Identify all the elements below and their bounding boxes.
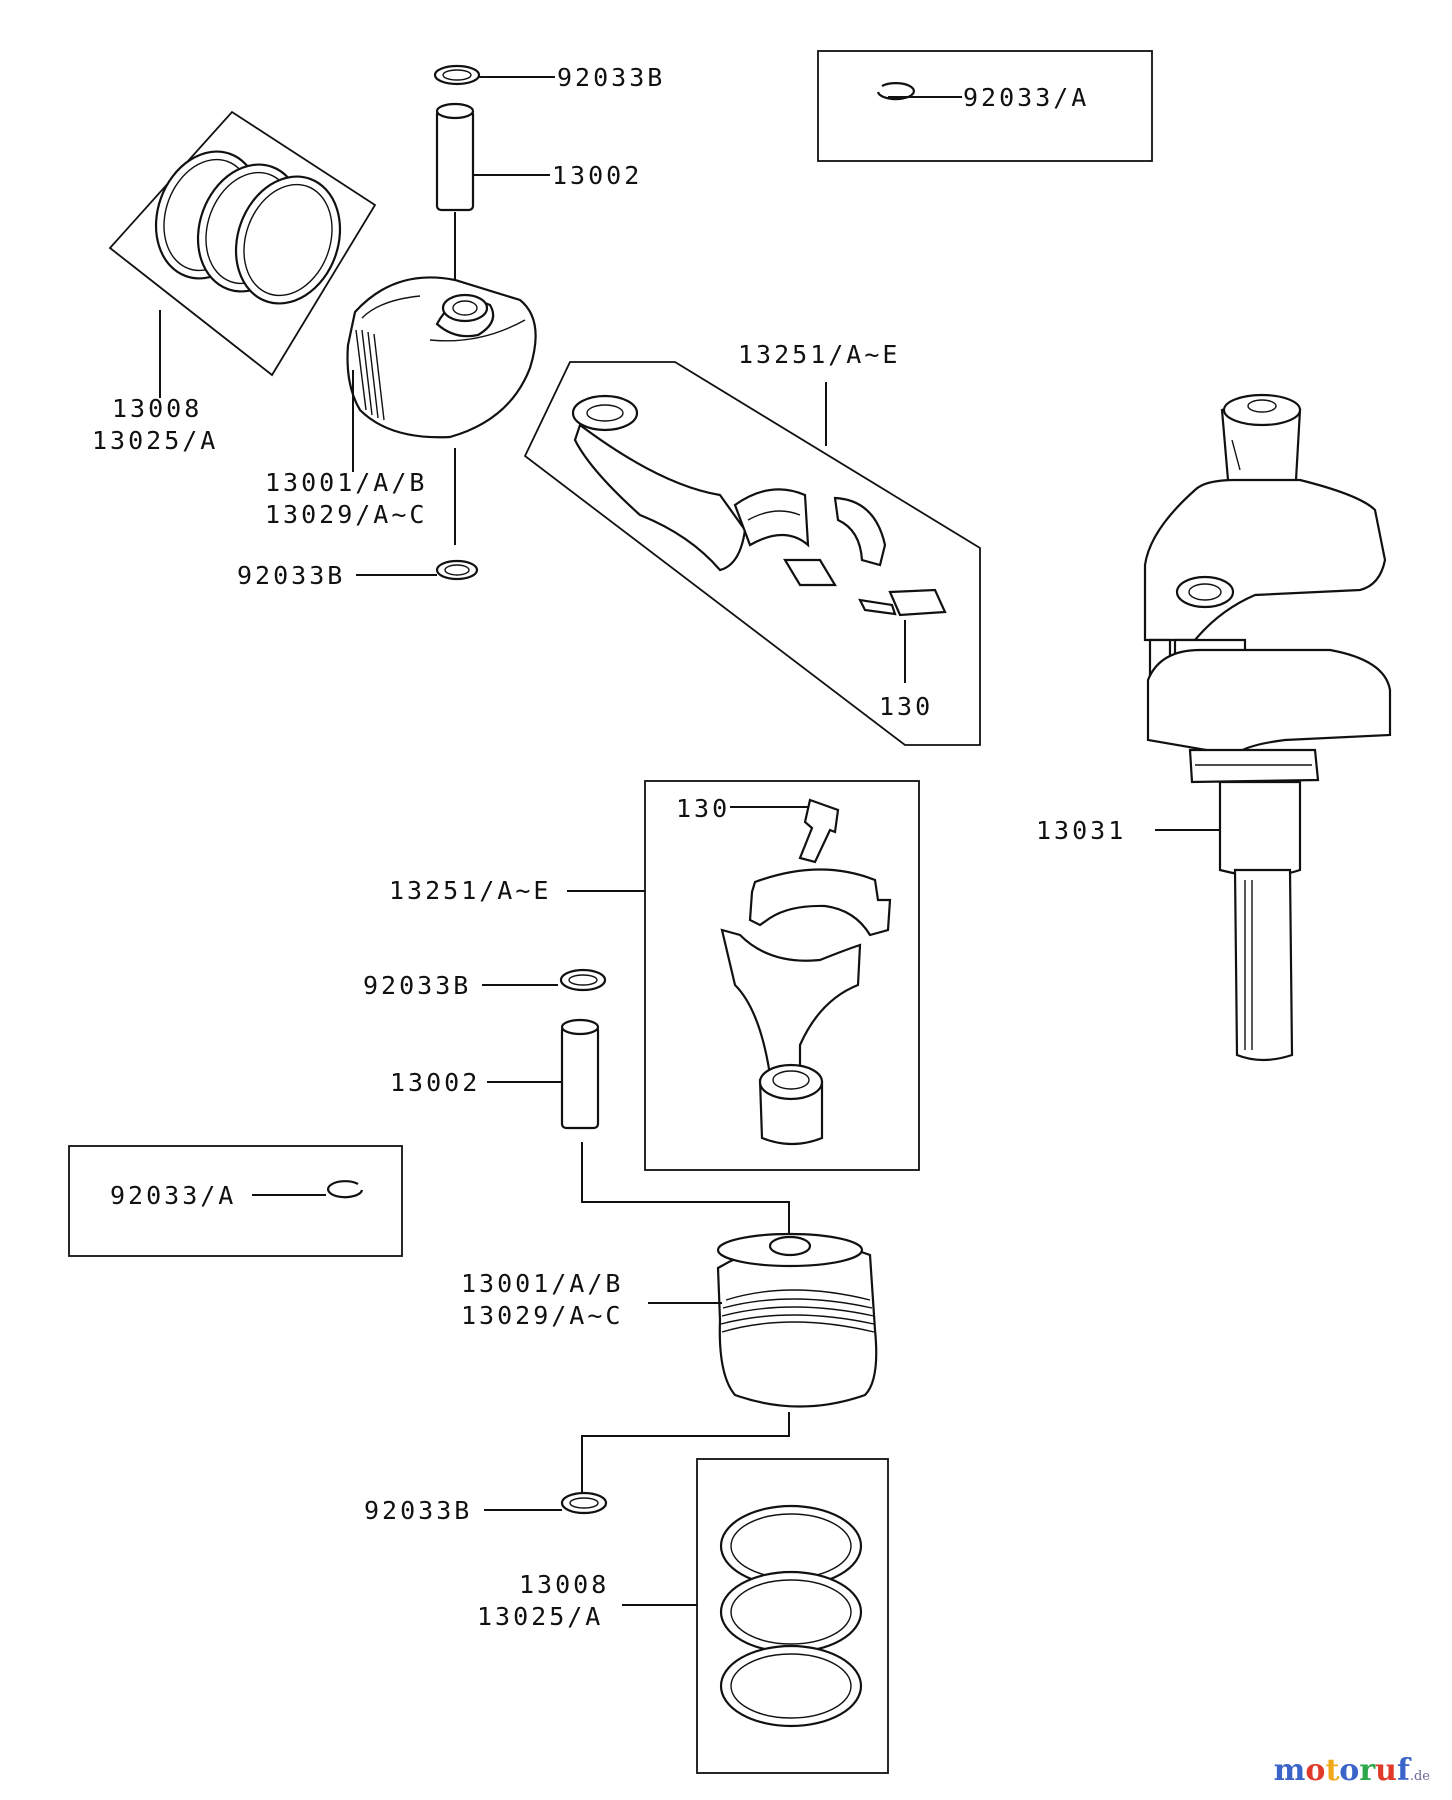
watermark-suffix: .de [1409, 1769, 1430, 1784]
connecting-rod-lower [567, 780, 920, 1171]
watermark-letter: f [1396, 1753, 1410, 1788]
label-circlip-b-lower: 92033B [363, 971, 471, 1000]
crankshaft [1143, 393, 1392, 1062]
label-rod-lower: 13251/A~E [389, 876, 551, 905]
circlip-top [433, 64, 555, 86]
piston-pin-lower [487, 1018, 790, 1236]
circlip-lower [482, 968, 607, 992]
label-piston-top-2: 13029/A~C [265, 500, 427, 529]
circlip-bottom [484, 1491, 608, 1515]
label-circlip-a-box-lower: 92033/A [110, 1181, 236, 1210]
circlip-a-box-lower [68, 1145, 403, 1257]
label-rings-lower-2: 13025/A [477, 1602, 603, 1631]
piston-top [346, 276, 537, 545]
label-piston-top-1: 13001/A/B [265, 468, 427, 497]
label-circlip-b-mid: 92033B [237, 561, 345, 590]
label-rings-top-2: 13025/A [92, 426, 218, 455]
label-circlip-a-box-top: 92033/A [963, 83, 1089, 112]
watermark-letter: o [1305, 1753, 1326, 1788]
label-pin-lower: 13002 [390, 1068, 480, 1097]
label-crankshaft: 13031 [1036, 816, 1126, 845]
watermark-logo: motoruf.de [1274, 1753, 1430, 1788]
label-piston-lower-1: 13001/A/B [461, 1269, 623, 1298]
watermark-letter: o [1339, 1753, 1360, 1788]
watermark-letter: r [1359, 1753, 1376, 1788]
piston-rings-lower [622, 1458, 889, 1774]
label-rod-top: 13251/A~E [738, 340, 900, 369]
circlip-mid [356, 559, 479, 581]
watermark-letter: u [1375, 1753, 1397, 1788]
piston-rings-top [108, 110, 377, 398]
label-circlip-b-bottom: 92033B [364, 1496, 472, 1525]
piston-lower [581, 1232, 878, 1500]
label-rings-lower-1: 13008 [519, 1570, 609, 1599]
label-bolt-top: 130 [879, 692, 933, 721]
watermark-letter: t [1325, 1753, 1340, 1788]
piston-pin-top [435, 102, 550, 282]
label-pin-top: 13002 [552, 161, 642, 190]
label-circlip-b-top: 92033B [557, 63, 665, 92]
label-bolt-lower: 130 [676, 794, 730, 823]
circlip-a-box-top [817, 50, 1153, 162]
connecting-rod-top [523, 361, 981, 746]
watermark-letter: m [1273, 1753, 1306, 1788]
label-piston-lower-2: 13029/A~C [461, 1301, 623, 1330]
label-rings-top-1: 13008 [112, 394, 202, 423]
watermark-text: motoruf [1274, 1753, 1410, 1788]
